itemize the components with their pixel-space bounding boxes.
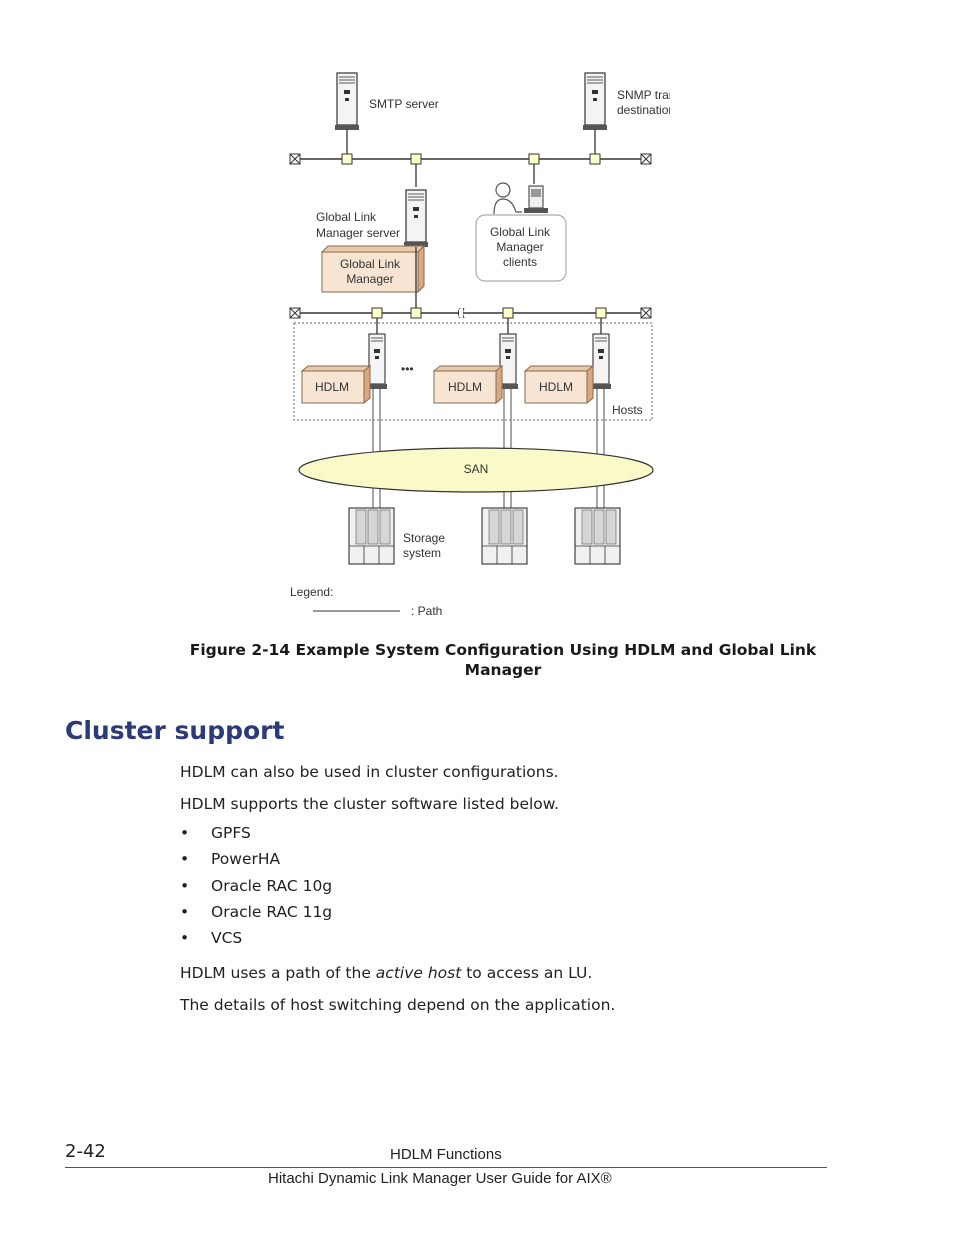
- lan-terminator-icon: [640, 307, 652, 319]
- list-item: •PowerHA: [180, 850, 281, 869]
- list-item: •Oracle RAC 10g: [180, 876, 333, 895]
- figure-caption: Figure 2-14 Example System Configuration…: [150, 640, 856, 680]
- bullet-icon: •: [180, 824, 190, 842]
- hdlm-box: [432, 364, 504, 405]
- lan-terminator-icon: [289, 153, 301, 165]
- active-host-paragraph: HDLM uses a path of the active host to a…: [180, 964, 593, 982]
- san-label: SAN: [464, 462, 489, 476]
- clients-label-line2: Manager: [496, 240, 543, 254]
- hdlm-label: HDLM: [448, 380, 482, 394]
- hdlm-label: HDLM: [539, 380, 573, 394]
- glm-server-icon: [403, 189, 429, 248]
- bullet-icon: •: [180, 929, 190, 948]
- footer-section-title: HDLM Functions: [390, 1146, 502, 1163]
- figure-caption-line2: Manager: [464, 661, 542, 679]
- hdlm-box: [300, 364, 372, 405]
- storage-system-icon: [574, 507, 621, 565]
- footer-divider: [65, 1167, 827, 1168]
- host-switching-paragraph: The details of host switching depend on …: [180, 996, 616, 1014]
- lan-terminator-icon: [289, 307, 301, 319]
- user-icon: [493, 182, 522, 215]
- glm-box-label-line1: Global Link: [340, 257, 401, 271]
- system-configuration-diagram: SMTP server SNMP transfer destination se…: [280, 62, 670, 627]
- footer-document-title: Hitachi Dynamic Link Manager User Guide …: [268, 1170, 612, 1187]
- snmp-server-label-line2: destination server: [617, 103, 670, 117]
- hosts-label: Hosts: [612, 403, 643, 417]
- list-item: •GPFS: [180, 824, 251, 842]
- cluster-software-list: •GPFS •PowerHA •Oracle RAC 10g •Oracle R…: [180, 824, 332, 955]
- smtp-server-icon: [334, 72, 360, 131]
- bullet-icon: •: [180, 902, 190, 921]
- section-heading: Cluster support: [65, 716, 285, 745]
- page-number: 2-42: [65, 1141, 106, 1162]
- hdlm-box: [523, 364, 595, 405]
- san-ellipse: [298, 447, 654, 493]
- connection-nodes: [341, 153, 601, 165]
- clients-label-line3: clients: [503, 255, 537, 269]
- storage-system-icon: [348, 507, 395, 565]
- glm-server-label-line1: Global Link: [316, 210, 377, 224]
- list-item: •Oracle RAC 11g: [180, 902, 333, 921]
- storage-label-line1: Storage: [403, 531, 445, 545]
- legend-title: Legend:: [290, 585, 333, 599]
- hdlm-label: HDLM: [315, 380, 349, 394]
- storage-label-line2: system: [403, 546, 441, 560]
- storage-system-icon: [481, 507, 528, 565]
- bullet-icon: •: [180, 876, 190, 895]
- client-computer-icon: [524, 185, 548, 213]
- host-server-icon: [590, 333, 612, 390]
- glm-software-box: [320, 244, 426, 294]
- smtp-server-label: SMTP server: [369, 97, 439, 111]
- active-host-term: active host: [375, 964, 462, 982]
- lan-terminator-icon: [640, 153, 652, 165]
- glm-server-label-line2: Manager server: [316, 226, 400, 240]
- ellipsis: •••: [401, 362, 414, 376]
- intro-paragraph-1: HDLM can also be used in cluster configu…: [180, 763, 559, 781]
- figure-caption-line1: Figure 2-14 Example System Configuration…: [189, 641, 817, 659]
- bullet-icon: •: [180, 850, 190, 869]
- glm-box-label-line2: Manager: [346, 272, 393, 286]
- clients-box: [475, 214, 567, 282]
- clients-label-line1: Global Link: [490, 225, 551, 239]
- intro-paragraph-2: HDLM supports the cluster software liste…: [180, 795, 559, 813]
- connection-nodes: [371, 307, 607, 319]
- hosts-area: [293, 322, 653, 421]
- snmp-server-icon: [582, 72, 608, 131]
- list-item: •VCS: [180, 929, 243, 948]
- legend-path-label: : Path: [411, 604, 442, 618]
- snmp-server-label-line1: SNMP transfer: [617, 88, 670, 102]
